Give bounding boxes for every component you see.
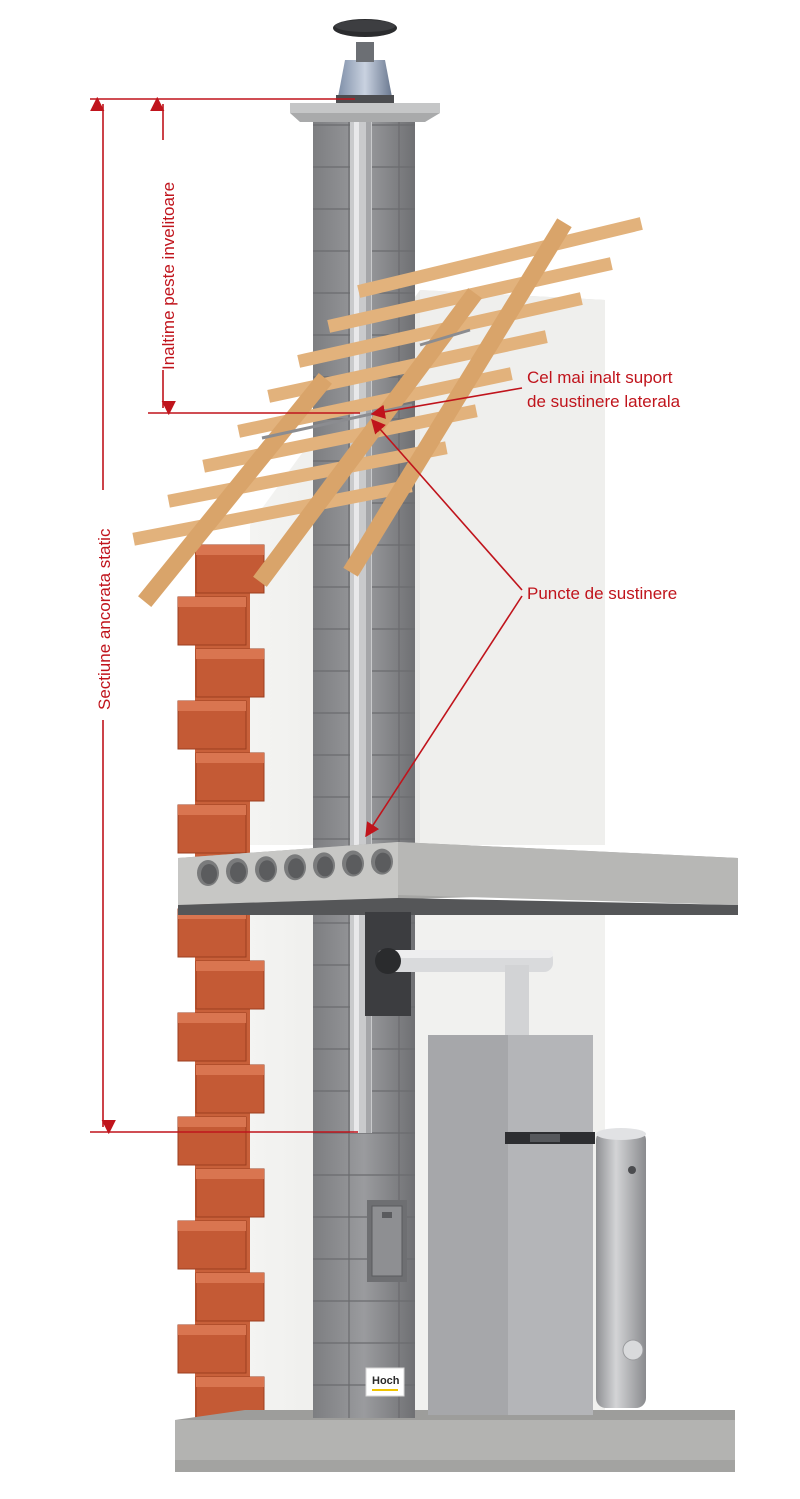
- slab-core-inner: [288, 858, 304, 879]
- slab-core-inner: [346, 854, 362, 875]
- brick-wall: [177, 544, 265, 1426]
- brick-top: [196, 1273, 264, 1283]
- brick-top: [196, 1377, 264, 1387]
- brick-top: [196, 545, 264, 555]
- brick-top: [196, 961, 264, 971]
- roof-batten: [167, 441, 448, 508]
- brick-top: [178, 1117, 246, 1127]
- hollow-core-floor-slab: [178, 842, 738, 915]
- roof-rafter: [253, 288, 482, 587]
- logo-brand: Hoch: [372, 1375, 400, 1387]
- roof-rafter: [343, 218, 572, 577]
- flue-connector: [365, 912, 553, 1037]
- annotations: Inaltime peste invelitoare Sectiune anco…: [90, 96, 681, 1135]
- brick-top: [178, 1013, 246, 1023]
- roof-batten: [132, 479, 413, 546]
- water-tank: [596, 1128, 646, 1408]
- brick-top: [196, 649, 264, 659]
- label-support-points: Puncte de sustinere: [527, 584, 677, 603]
- slab-core-inner: [201, 864, 217, 884]
- brick-top: [178, 701, 246, 711]
- chimney-cover-slab: [290, 103, 440, 122]
- brick-top: [196, 1169, 264, 1179]
- lateral-support-bracket: [261, 403, 413, 440]
- label-height-above-roof: Inaltime peste invelitoare: [159, 182, 178, 370]
- lateral-support-bracket: [419, 328, 471, 347]
- brick-top: [178, 597, 246, 607]
- boiler: [428, 1035, 595, 1415]
- brick-top: [178, 805, 246, 815]
- roof-timbers: [132, 217, 643, 607]
- hoch-logo: Hoch: [365, 1367, 405, 1397]
- brick-top: [178, 1325, 246, 1335]
- brick-top: [196, 753, 264, 763]
- clean-out-door: [367, 1200, 407, 1282]
- rain-cap: [333, 19, 397, 103]
- brick-top: [178, 1221, 246, 1231]
- slab-core-inner: [317, 856, 333, 877]
- slab-core-inner: [259, 860, 275, 881]
- brick-top: [196, 1065, 264, 1075]
- roof-batten: [357, 217, 643, 298]
- dimension-height-above-roof: Inaltime peste invelitoare: [150, 96, 178, 416]
- slab-core-inner: [375, 852, 391, 873]
- roof-rafter: [138, 373, 332, 607]
- label-highest-lateral-support: Cel mai inalt suport: [527, 368, 673, 387]
- label-highest-lateral-support-line2: de sustinere laterala: [527, 392, 681, 411]
- dimension-static-anchored-section: Sectiune ancorata static: [90, 96, 116, 1135]
- slab-core-inner: [230, 862, 246, 883]
- ground-slab: [175, 1410, 735, 1472]
- label-static-anchored-section: Sectiune ancorata static: [95, 528, 114, 710]
